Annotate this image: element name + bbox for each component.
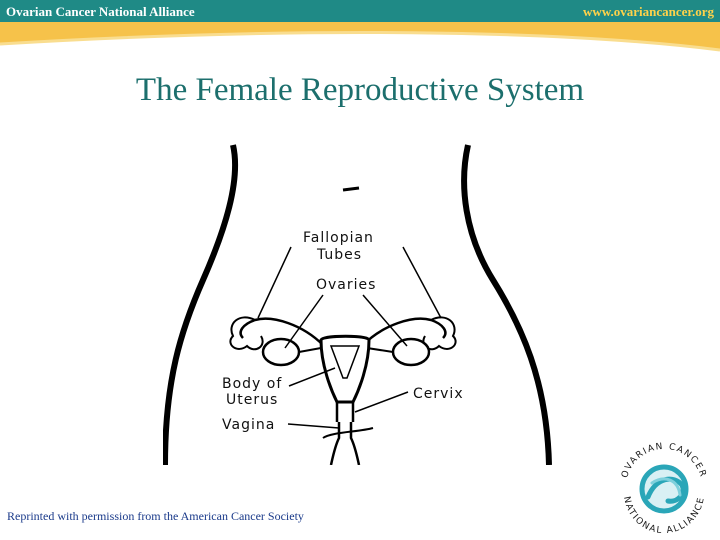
left-fallopian-tube: [239, 317, 324, 346]
website-url: www.ovariancancer.org: [583, 4, 714, 19]
label-vagina: Vagina: [222, 417, 275, 433]
torso-left-outline: [163, 144, 239, 465]
slide-title: The Female Reproductive System: [135, 72, 585, 108]
left-ovary: [261, 337, 301, 367]
alliance-logo: OVARIAN CANCER NATIONAL ALLIANCE: [620, 442, 706, 536]
right-fimbriae: [422, 316, 457, 351]
uterine-cavity: [329, 345, 361, 379]
label-body-of-line2: Uterus: [226, 392, 278, 408]
org-name: Ovarian Cancer National Alliance: [6, 4, 195, 19]
left-fimbriae: [229, 316, 264, 351]
label-fallopian-line2: Tubes: [316, 247, 362, 263]
header-bar: Ovarian Cancer National Alliance www.ova…: [0, 0, 720, 24]
reproductive-system-diagram: Fallopian Tubes Ovaries Body of Uterus C…: [163, 144, 552, 465]
torso-right-outline: [461, 144, 552, 465]
right-fallopian-tube: [362, 317, 447, 346]
label-cervix: Cervix: [413, 386, 464, 402]
right-ovary: [391, 337, 431, 367]
label-body-of-line1: Body of: [222, 376, 282, 392]
navel: [342, 186, 360, 192]
vagina-shape: [329, 422, 361, 465]
credit-text: Reprinted with permission from the Ameri…: [7, 509, 304, 523]
label-ovaries: Ovaries: [316, 277, 376, 293]
header-swoosh: [0, 22, 720, 52]
label-fallopian-line1: Fallopian: [303, 230, 374, 246]
cervix-shape: [335, 402, 355, 422]
